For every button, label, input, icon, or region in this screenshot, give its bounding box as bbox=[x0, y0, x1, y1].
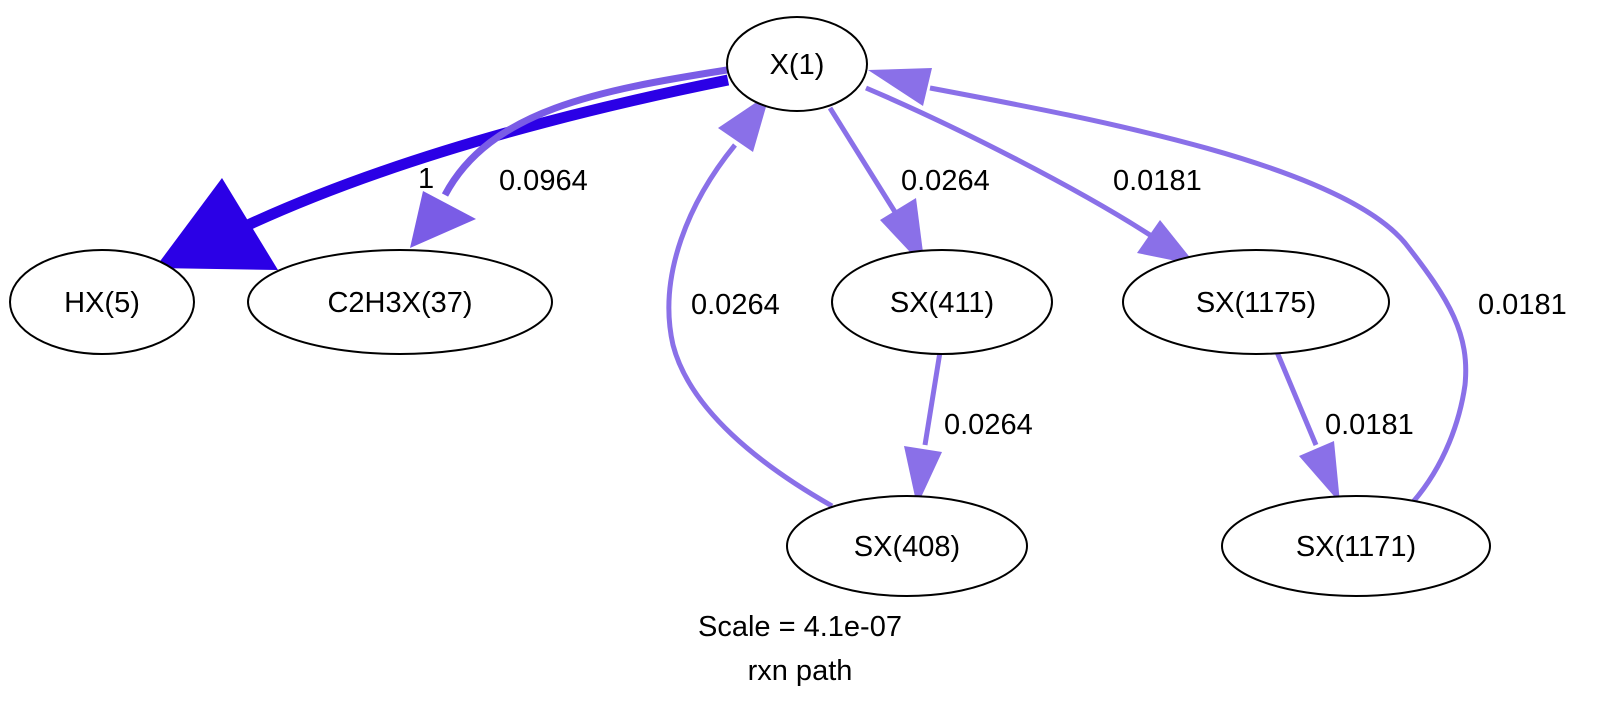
node-hx5-shape bbox=[9, 249, 195, 355]
edge-label-sx411-sx408: 0.0264 bbox=[944, 409, 1033, 441]
edge-sx408-x1-arrowhead bbox=[718, 93, 770, 152]
edge-sx1175-sx1171-line bbox=[1274, 351, 1319, 446]
edge-x1-c2h3x37 bbox=[410, 66, 728, 248]
edge-sx411-sx408-arrowhead bbox=[904, 446, 942, 506]
edge-sx411-sx408 bbox=[904, 351, 943, 506]
edge-x1-c2h3x37-arrowhead bbox=[410, 191, 476, 248]
node-x1: X(1) bbox=[726, 16, 868, 112]
node-sx1171: SX(1171) bbox=[1221, 495, 1491, 597]
edge-x1-sx411 bbox=[827, 106, 925, 268]
node-sx411: SX(411) bbox=[831, 249, 1053, 355]
edge-sx408-x1-line bbox=[666, 143, 834, 509]
node-sx408: SX(408) bbox=[786, 495, 1028, 597]
node-hx5-label: HX(5) bbox=[64, 287, 140, 319]
edge-label-sx408-x1: 0.0264 bbox=[691, 289, 780, 321]
edge-label-sx1175-sx1171: 0.0181 bbox=[1325, 409, 1414, 441]
edge-x1-sx411-arrowhead bbox=[880, 198, 925, 268]
node-x1-label: X(1) bbox=[770, 49, 825, 81]
edge-label-x1-c2h3x37: 0.0964 bbox=[499, 165, 588, 197]
edge-sx1175-sx1171-arrowhead bbox=[1299, 441, 1340, 503]
node-sx1175-label: SX(1175) bbox=[1196, 287, 1316, 319]
edge-x1-sx1175-arrowhead bbox=[1137, 220, 1196, 265]
node-sx411-label: SX(411) bbox=[890, 287, 994, 319]
node-c2h3x37-label: C2H3X(37) bbox=[327, 287, 472, 319]
edge-sx408-x1 bbox=[666, 93, 834, 509]
node-x1-shape bbox=[726, 16, 868, 112]
node-sx1171-label: SX(1171) bbox=[1296, 531, 1416, 563]
edge-x1-sx411-line bbox=[827, 106, 898, 214]
node-c2h3x37-shape bbox=[247, 249, 553, 355]
edge-sx411-sx408-line bbox=[922, 351, 943, 446]
edge-sx1175-sx1171 bbox=[1274, 351, 1340, 503]
node-sx411-shape bbox=[831, 249, 1053, 355]
edge-x1-sx1175-line bbox=[865, 85, 1152, 238]
edge-x1-sx1175 bbox=[865, 85, 1196, 265]
node-sx408-label: SX(408) bbox=[854, 531, 960, 563]
edge-x1-c2h3x37-line bbox=[441, 66, 728, 197]
edge-x1-hx5-line bbox=[245, 74, 730, 230]
node-sx1171-shape bbox=[1221, 495, 1491, 597]
node-hx5: HX(5) bbox=[9, 249, 195, 355]
node-c2h3x37: C2H3X(37) bbox=[247, 249, 553, 355]
edge-label-x1-sx411: 0.0264 bbox=[901, 165, 990, 197]
node-sx408-shape bbox=[786, 495, 1028, 597]
node-sx1175-shape bbox=[1122, 249, 1390, 355]
scale-caption: Scale = 4.1e-07 bbox=[698, 611, 902, 643]
edge-sx1171-x1-line bbox=[929, 85, 1469, 504]
edge-x1-hx5-arrowhead bbox=[155, 178, 278, 270]
edge-label-sx1171-x1: 0.0181 bbox=[1478, 289, 1567, 321]
edge-label-x1-hx5: 1 bbox=[418, 163, 434, 195]
edge-label-x1-sx1175: 0.0181 bbox=[1113, 165, 1202, 197]
diagram-caption: rxn path bbox=[748, 655, 853, 687]
edge-sx1171-x1-arrowhead bbox=[868, 68, 932, 106]
edge-sx1171-x1 bbox=[868, 68, 1469, 504]
edge-x1-hx5 bbox=[155, 74, 730, 270]
node-sx1175: SX(1175) bbox=[1122, 249, 1390, 355]
